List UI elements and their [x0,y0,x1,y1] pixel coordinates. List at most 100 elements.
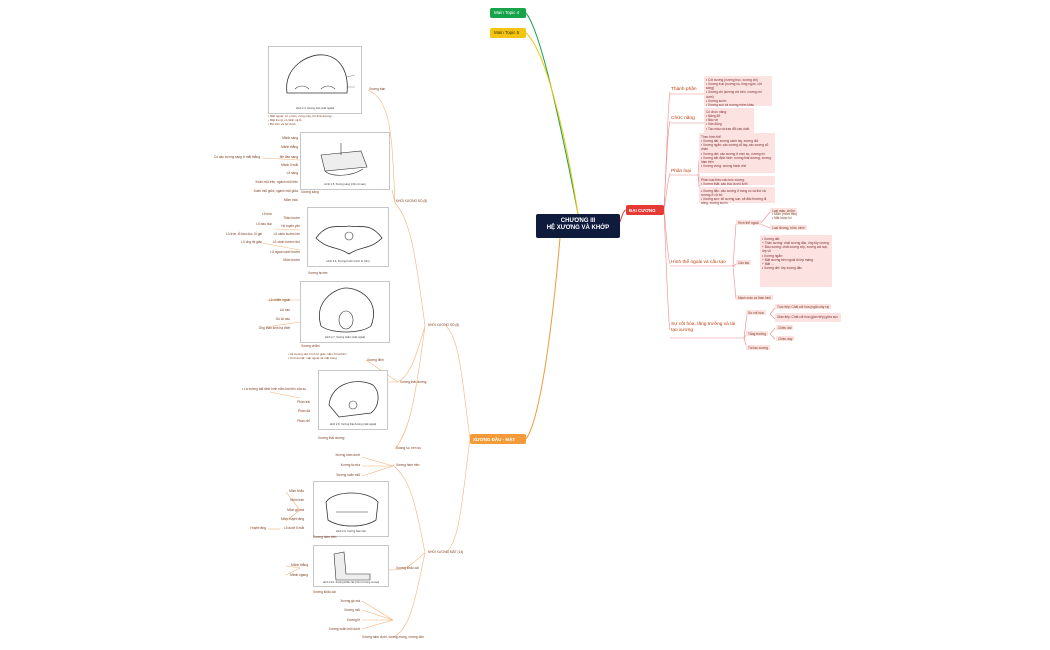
mat-bottom-1: Xương gò má [340,599,360,603]
box-phan-loai-2: Phân loại theo cấu trúc xương: • Xương t… [699,176,775,185]
mat-top-3: Xương xoăn mũi [336,473,360,477]
ht-item-2: • Mỏm (mỏm tiêu) [772,212,798,216]
td-item-2: Phần đá [298,409,310,413]
branch-xuong-dau-mat[interactable]: XƯƠNG ĐẦU - MẶT [470,434,526,444]
figure-xuong-thai-duong: Hình 2.8. Xương thái dương (mặt ngoài) [318,370,388,430]
xuong-tran-note: • Mặt ngoài: có u trán, cung mày, hố thá… [268,114,334,126]
buom-item-3: Lỗ cánh bướm lớn [273,232,300,236]
box-phan-loai-3: • Xương đặc: cấu xương ở trong có xá thứ… [699,187,775,205]
buom-left-4: Lỗ ống thị giác [241,240,262,244]
fig7-caption: Hình 2.10. Xương khẩu cái (nhìn từ trong… [322,581,380,584]
td-note: • Là xương bất định hình nằm hai bên của… [242,387,306,391]
tt-item-2: Chiều dày [776,336,795,341]
buom-item-4: Lỗ cánh bướm nhỏ [272,240,300,244]
node-tang-truong[interactable]: Tăng trưởng [746,331,768,336]
box-thanh-phan-items: • Cốt xương (xương trục, xương chi) • Xư… [704,76,772,107]
figure-xuong-cham: Hình 2.7. Xương chẩm (mặt ngoài) [300,281,390,343]
sch-item-2: Gián tiếp: Chất cốt hóa (gián tiếp) giữa… [775,313,841,322]
node-xuong-thai-duong-link[interactable]: Xương thái dương [400,380,427,384]
sphenoid-bone-illustration [315,225,383,255]
node-su-cot-hoa[interactable]: Sự cốt hóa, tăng trưởng và tái tạo xương [671,322,736,333]
figure-xuong-ham-tren: Hình 2.9. Xương hàm trên [313,481,389,537]
td-item-3: Phần nhĩ [297,419,310,423]
central-topic[interactable]: CHƯƠNG III HỆ XƯƠNG VÀ KHỚP [536,214,620,238]
node-xoang-so[interactable]: Xoang sọ, nền sọ [396,446,421,450]
mat-bottom-5: Xương hàm dưới, xương móng, xương đòn [362,635,424,639]
fig1-caption: Hình 2.4. Xương trán (mặt ngoài) [295,107,335,110]
mat-top-2: Xương lá mía [340,463,360,467]
fig3-caption: Hình 2.6. Xương bướm (nhìn từ trên) [326,260,370,263]
node-tai-tao[interactable]: Tái tạo xương [746,345,770,350]
node-xuong-buom[interactable]: Xương bướm [308,271,328,275]
sch-item-1: Trực tiếp: Chất cốt hóa (ngắn xảy ra) [775,304,832,309]
buom-item-1: Thân bướm [283,216,300,220]
central-title-line1: CHƯƠNG III [560,218,596,224]
ht-item-4: Loại đường, hõm, rãnh [770,225,807,230]
node-chuc-nang[interactable]: Chức năng [671,116,695,121]
buom-left-1: Lỗ tròn [262,212,272,216]
sang-item-6: Xoăn mũi trên, ngách mũi trên [255,180,298,184]
ht-left: Huyệt răng [250,526,266,530]
node-hinh-the-cau-tao[interactable]: Hình thể ngoài và cấu tạo [671,260,726,265]
node-phan-loai[interactable]: Phân loại [671,169,692,174]
box-cau-tao-items: • Xương dài: + Thân xương: chất xương đặ… [760,235,832,287]
ht-bone-2: Mỏm trán [290,498,304,502]
palatine-bone-illustration [333,551,371,581]
kc-item-1: Mảnh thẳng [291,563,308,567]
buom-left-3: Lỗ tròn, lỗ bầu dục, lỗ gai [226,232,262,236]
buom-left-2: Lỗ bầu dục [256,222,272,226]
node-xuong-cham[interactable]: Xương chẩm [301,344,320,348]
node-thanh-phan[interactable]: Thành phần [671,87,697,92]
ht-bone-1: Mỏm khẩu [289,489,304,493]
mat-bottom-3: Xương lệ [346,618,360,622]
cham-item-2: Lồi cầu [279,308,290,312]
node-khoi-xuong-so[interactable]: KHỐI XƯƠNG SỌ (8) [428,323,460,327]
temporal-bone-illustration [328,381,379,418]
box-phan-loai-1: Theo hình thể: • Xương dài: xương cánh t… [699,133,775,173]
tt-item-1: Chiều dài [776,325,794,330]
ethmoid-bone-illustration [320,143,368,176]
ht-bone-3: Mỏm gò má [287,508,304,512]
sang-note: Có các xương sàng ở mắt thẳng [213,155,260,159]
sang-item-5: Lỗ sàng [286,171,298,175]
ht-bone-4: Mỏm huyệt răng [280,517,304,521]
fig6-caption: Hình 2.9. Xương hàm trên [335,530,367,533]
figure-xuong-khau-cai: Hình 2.10. Xương khẩu cái (nhìn từ trong… [313,545,389,587]
node-cot-hoa[interactable]: Sự cốt hóa [746,310,766,315]
fig5-caption: Hình 2.8. Xương thái dương (mặt ngoài) [329,423,377,426]
maxilla-illustration [325,492,379,527]
ht-item-1: Loại mấu, chỏm [770,208,797,213]
occipital-bone-illustration [319,287,374,333]
node-cau-tao[interactable]: Cấu tạo [736,260,752,265]
figure-xuong-buom: Hình 2.6. Xương bướm (nhìn từ trên) [307,207,389,267]
dinh-note: • Là xương dẹt, hình tứ giác, nằm ở hai … [288,352,347,360]
node-xuong-khau-cai[interactable]: Xương khẩu cái [313,590,336,594]
ht-item-3: • Mặt khớp lồi [772,216,792,220]
sang-item-1: Mảnh sàng [282,136,298,140]
box-chuc-nang-items: Có chức năng: • Nâng đỡ • Bảo vệ • Vận đ… [704,108,754,134]
node-xuong-ham-tren[interactable]: Xương hàm trên [313,535,337,539]
node-xuong-tran[interactable]: Xương trán [369,87,386,91]
node-khoi-xuong-mat[interactable]: KHỐI XƯƠNG MẶT (14) [428,550,464,554]
frontal-bone-illustration [286,54,356,94]
node-cot-xuong[interactable]: KHỐI XƯƠNG SỌ (8) [396,199,428,203]
node-mach-mau[interactable]: Mạch máu và thần kinh [736,295,773,300]
main-topic-5[interactable]: Main Topic 5 [490,28,526,38]
mat-bottom-2: Xương mũi [344,608,360,612]
node-xuong-sang[interactable]: Xương sàng [301,190,319,194]
buom-item-5: Lỗ ngoài cánh bướm [270,250,300,254]
node-xuong-mat-link[interactable]: Xương hàm trên [396,463,420,467]
node-hinh-the-ngoai[interactable]: Hình thể ngoài [736,220,761,225]
node-xuong-dinh[interactable]: Xương đỉnh [367,358,384,362]
main-topic-4[interactable]: Main Topic 4 [490,8,526,18]
cham-item-4: Ống thần kinh hạ thiệt [258,326,290,330]
node-khau-cai-link[interactable]: Xương khẩu cái [396,566,419,570]
sang-item-4: Mảnh ổ mắt [281,163,298,167]
node-xuong-thai-duong[interactable]: Xương thái dương [318,436,345,440]
central-title-line2: HỆ XƯƠNG VÀ KHỚP [546,224,610,231]
ht-bone-5: Lỗ dưới ổ mắt [284,526,304,530]
cham-item-1: Lỗ chẩm ngoài [269,298,290,302]
branch-dai-cuong[interactable]: ĐẠI CƯƠNG [626,205,664,215]
